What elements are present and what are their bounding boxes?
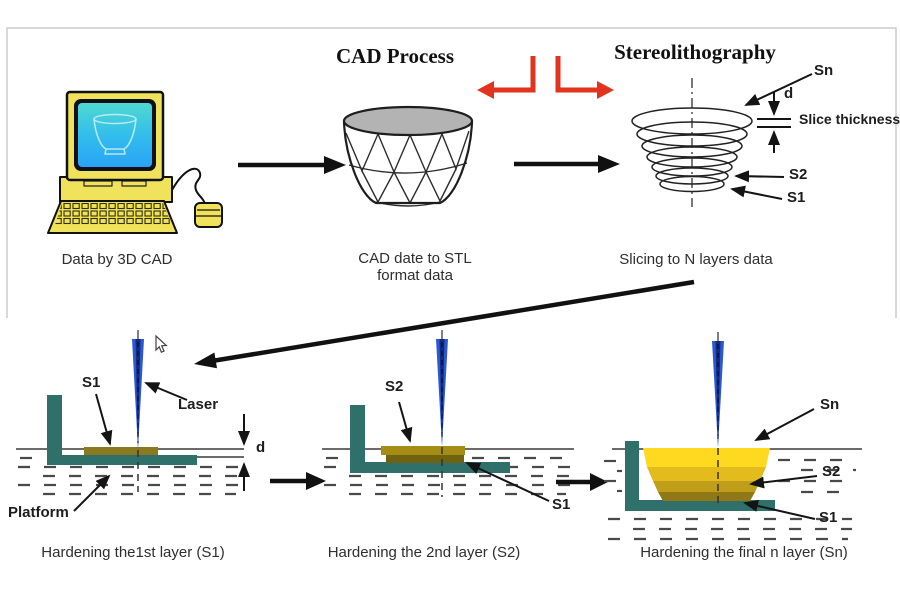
red-arrow-left	[494, 56, 536, 93]
stage3-annotations	[743, 408, 818, 520]
upper-section-border	[6, 27, 897, 318]
stage2-laser-beam	[436, 330, 448, 497]
stage3-platform-post	[625, 441, 639, 511]
label-cone-d: d	[784, 85, 794, 102]
stage2-layer-s1	[386, 455, 464, 463]
arrow-stage2-to-stage3	[556, 473, 608, 491]
stage1-laser-beam	[132, 330, 144, 492]
label-stage1-s1: S1	[82, 374, 101, 391]
basket-body	[344, 121, 472, 203]
label-stage1-laser: Laser	[178, 396, 219, 413]
label-slice-thickness: Slice thickness	[799, 111, 900, 127]
screen	[78, 103, 152, 167]
stage2-platform-bar	[350, 462, 510, 473]
arrow-stage1-to-stage2	[270, 472, 326, 490]
stage2-platform-post	[350, 405, 365, 473]
caption-stage2: Hardening the 2nd layer (S2)	[327, 544, 521, 561]
stage3-platform-bar	[625, 500, 775, 511]
arrow-slicing-to-hardening	[194, 279, 695, 369]
stage3-liquid-dashes	[604, 458, 856, 541]
stage3-part-layers	[643, 448, 770, 501]
label-stage2-s2: S2	[385, 378, 404, 395]
label-stage3-s1: S1	[819, 509, 838, 526]
label-stage3-sn: Sn	[820, 396, 840, 413]
caption-cad-to-stl-line2: format data	[377, 267, 453, 284]
stage1-platform-post	[47, 395, 62, 463]
stage1-liquid-dashes	[18, 456, 240, 496]
arrow-computer-to-stl	[238, 156, 346, 174]
stage2-hardening-second-layer	[322, 330, 574, 502]
stage1-annotations	[73, 382, 250, 512]
label-cone-s1: S1	[787, 189, 806, 206]
basket-outline	[342, 120, 474, 205]
sliced-layers-icon	[631, 73, 813, 207]
label-stage1-platform: Platform	[8, 504, 69, 521]
label-cone-s2: S2	[789, 166, 808, 183]
caption-stage1: Hardening the1st layer (S1)	[41, 544, 225, 561]
red-arrow-right	[555, 56, 597, 93]
red-elbow-arrows	[477, 56, 614, 99]
caption-slicing: Slicing to N layers data	[619, 251, 773, 268]
stl-mesh-basket-icon	[342, 105, 474, 207]
label-stage2-s1: S1	[552, 496, 571, 513]
label-stage1-d: d	[256, 439, 266, 456]
title-stereolithography: Stereolithography	[614, 40, 776, 64]
mouse-cable	[171, 167, 206, 205]
red-arrow-right-head	[597, 81, 614, 99]
mouse	[194, 202, 223, 228]
caption-cad-to-stl-line1: CAD date to STL	[358, 250, 472, 267]
stage1-layer-s1	[84, 447, 158, 455]
mouse-cursor-icon	[155, 334, 168, 353]
stage3-laser-beam	[712, 332, 724, 508]
stage1-platform-bar	[47, 455, 197, 465]
caption-data-by-3d-cad: Data by 3D CAD	[61, 251, 173, 268]
arrow-stl-to-slicing	[514, 155, 620, 173]
keyboard-keys	[55, 203, 172, 225]
red-arrow-left-head	[477, 81, 494, 99]
caption-stage3: Hardening the final n layer (Sn)	[640, 544, 848, 561]
title-cad-process: CAD Process	[335, 44, 454, 68]
stage2-liquid-dashes	[324, 456, 570, 496]
stage2-annotations	[398, 401, 550, 502]
basket-rim	[342, 105, 474, 137]
label-stage3-s2: S2	[822, 463, 841, 480]
cone-annotations	[730, 73, 813, 200]
screen-bowl-model	[93, 113, 137, 155]
label-cone-sn: Sn	[814, 62, 834, 79]
stage3-hardening-final-layer	[604, 332, 862, 541]
stage2-layer-s2	[381, 446, 465, 455]
computer-icon	[47, 90, 223, 234]
stage1-hardening-first-layer	[16, 330, 250, 512]
cone-slices	[631, 107, 753, 193]
